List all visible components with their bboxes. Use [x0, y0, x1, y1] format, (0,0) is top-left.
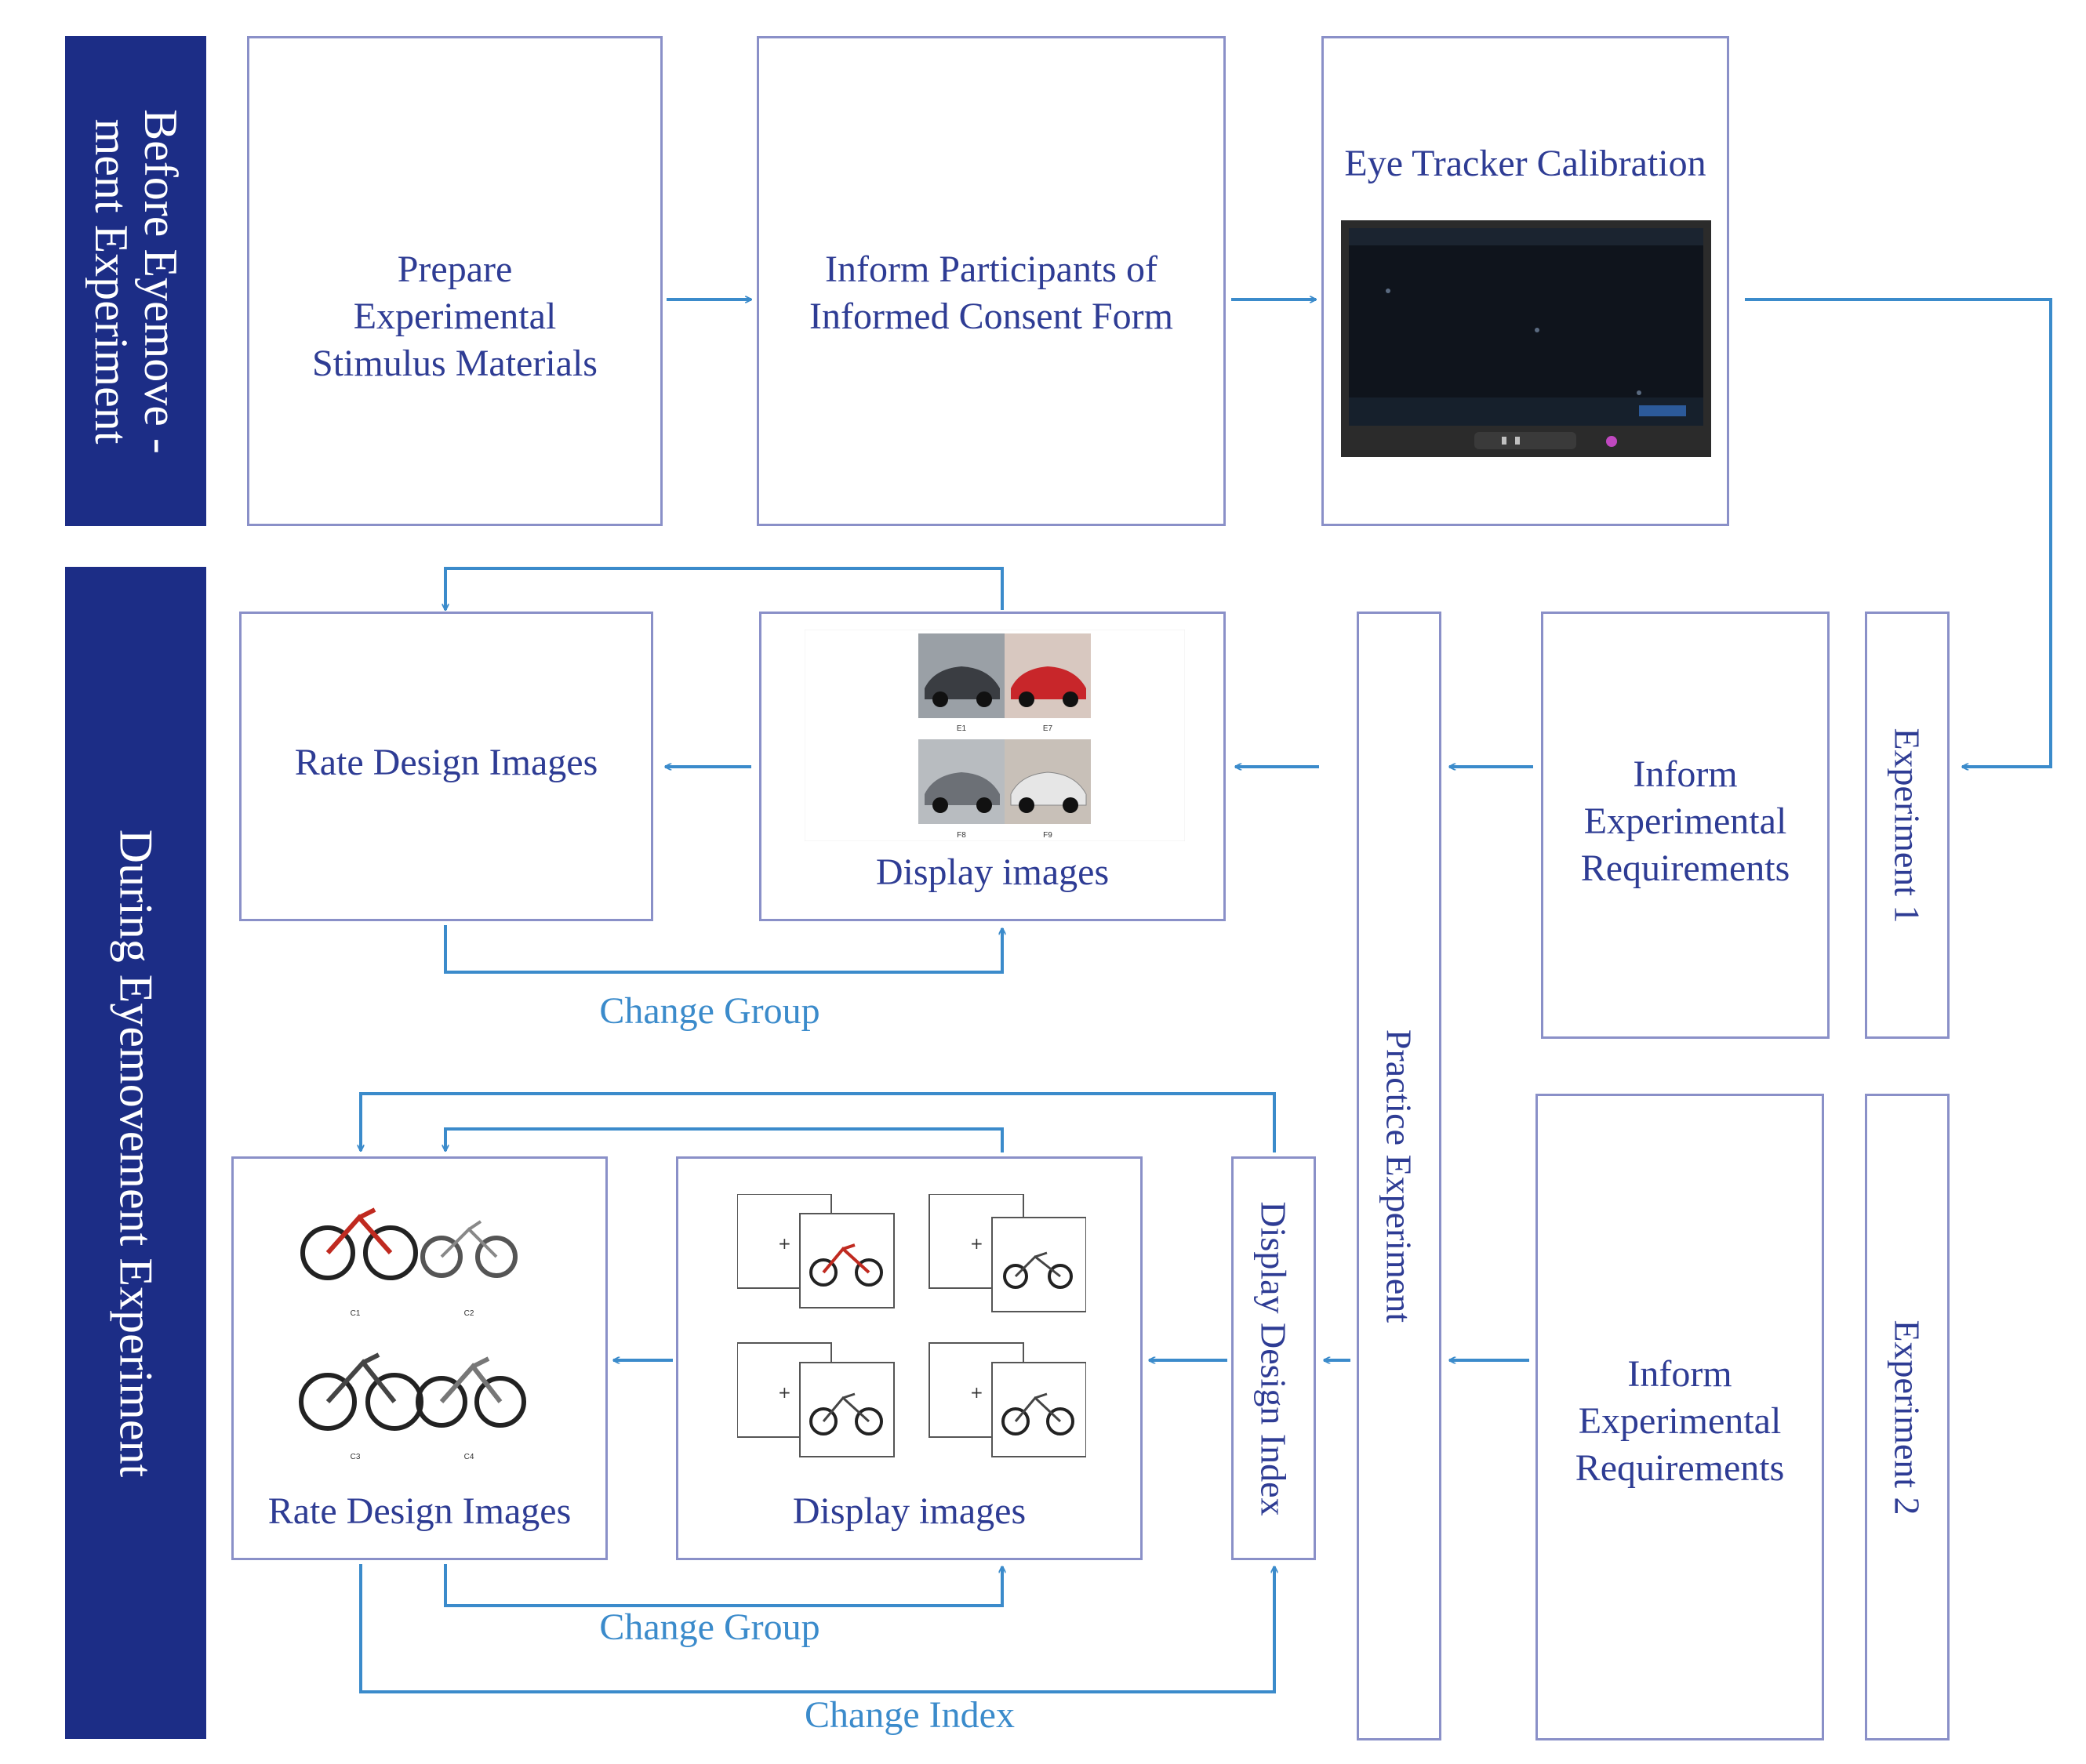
calibration-label: Eye Tracker Calibration [1344, 143, 1706, 184]
experiment2-inform-label: Inform Experimental Requirements [1575, 1353, 1785, 1489]
prepare-materials-label: Prepare Experimental Stimulus Materials [312, 249, 598, 384]
svg-text:+: + [970, 1234, 983, 1253]
car-code-f9: F9 [1043, 831, 1052, 840]
experiment1-tag-label: Experiment 1 [1887, 727, 1928, 924]
informed-consent-label: Inform Participants of Informed Consent … [809, 249, 1173, 337]
arrow-display1-top-to-rate1 [445, 567, 1004, 610]
arrow-rate1-change-group [444, 925, 1002, 974]
fixation-cross-icon: + + + + [737, 1194, 1086, 1457]
before-phase-band: Before Eyemove -ment Experiment [65, 36, 206, 526]
arrow-index-top-to-rate2 [361, 1092, 1276, 1152]
practice-experiment-label: Practice Experiment [1379, 1029, 1419, 1323]
informed-consent-box: Inform Participants of Informed Consent … [757, 36, 1226, 526]
experiment1-display-box: E1 E7 F8 F9 Display images [759, 612, 1226, 921]
bike-code-c4: C4 [464, 1453, 474, 1461]
experiment2-display-label: Display images [792, 1490, 1027, 1532]
experiment2-tag-label: Experiment 2 [1887, 1319, 1928, 1515]
car-code-e7: E7 [1043, 724, 1053, 733]
car-code-e1: E1 [957, 724, 967, 733]
arrow-rate2-change-group [444, 1564, 1002, 1607]
monitor-screen-icon [1341, 220, 1711, 457]
bike-code-c1: C1 [351, 1309, 361, 1318]
prepare-materials-box: Prepare Experimental Stimulus Materials [247, 36, 663, 526]
experiment2-inform-box: Inform Experimental Requirements [1535, 1094, 1824, 1740]
car-code-f8: F8 [957, 831, 966, 840]
experiment1-rate-box: Rate Design Images [239, 612, 653, 921]
experiment1-inform-box: Inform Experimental Requirements [1541, 612, 1830, 1039]
experiment2-change-index-label: Change Index [805, 1694, 1015, 1736]
design-index-box: Display Design Index [1231, 1156, 1316, 1560]
svg-text:+: + [778, 1234, 791, 1253]
practice-experiment-box: Practice Experiment [1357, 612, 1441, 1740]
experiment2-tag-box: Experiment 2 [1865, 1094, 1950, 1740]
experiment1-change-group-label: Change Group [599, 990, 820, 1032]
calibration-box: Eye Tracker Calibration [1321, 36, 1729, 526]
arrow-display2-top-to-rate2 [445, 1127, 1004, 1152]
experiment1-tag-box: Experiment 1 [1865, 612, 1950, 1039]
design-index-label: Display Design Index [1253, 1200, 1294, 1516]
experiment2-rate-box: C1 C2 C3 C4 Rate Design Images [231, 1156, 608, 1560]
bicycle-icon: C1 C2 C3 C4 [299, 1207, 526, 1461]
experiment1-inform-label: Inform Experimental Requirements [1580, 753, 1790, 889]
experiment1-rate-label: Rate Design Images [294, 742, 598, 783]
during-phase-band: During Eyemovement Experiment [65, 567, 206, 1739]
experiment2-change-group-label: Change Group [599, 1606, 820, 1648]
experiment1-display-label: Display images [875, 851, 1110, 893]
during-phase-label: During Eyemovement Experiment [110, 829, 162, 1477]
svg-text:+: + [778, 1383, 791, 1402]
bike-code-c2: C2 [464, 1309, 474, 1318]
car-photo-icon: E1 E7 F8 F9 [805, 630, 1185, 841]
svg-text:+: + [970, 1383, 983, 1402]
experiment2-rate-label: Rate Design Images [267, 1490, 572, 1532]
experiment2-display-box: + + + + Display images [676, 1156, 1143, 1560]
bike-code-c3: C3 [351, 1453, 361, 1461]
before-phase-label: Before Eyemove -ment Experiment [85, 108, 187, 454]
